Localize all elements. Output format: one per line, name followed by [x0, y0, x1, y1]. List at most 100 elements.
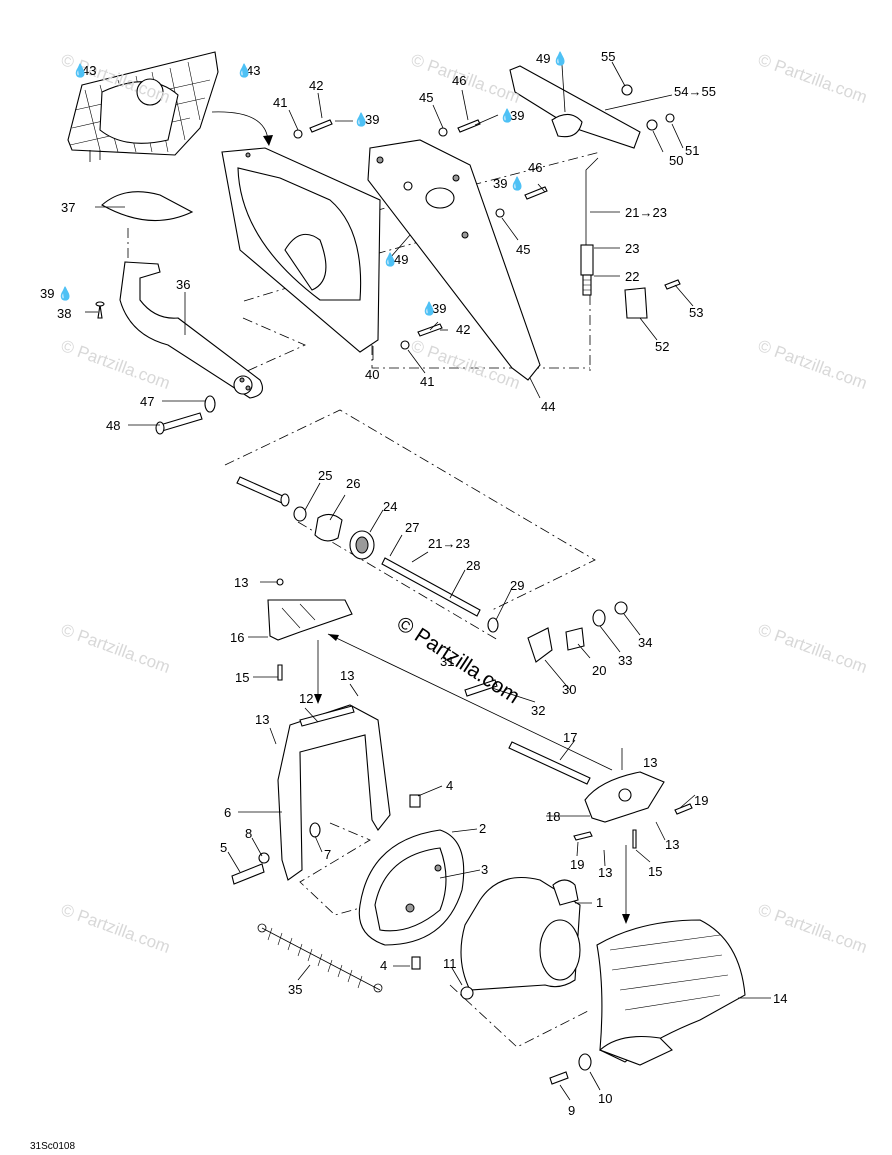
part-38-screw — [95, 301, 105, 319]
callout-leader-lines — [85, 61, 771, 1101]
callout-18: 18 — [546, 809, 561, 824]
callout-13: 13 — [234, 575, 249, 590]
callout-30: 30 — [562, 682, 577, 697]
callout-9: 9 — [568, 1103, 576, 1118]
callout-38: 38 — [57, 306, 72, 321]
callout-13: 13 — [255, 712, 270, 727]
callout-6: 6 — [224, 805, 232, 820]
callout-32: 32 — [531, 703, 546, 718]
drop-icon: 💧 — [72, 63, 89, 78]
assembly-arrows — [211, 111, 630, 924]
part-1-nozzle — [460, 876, 581, 1000]
part-6-frame — [231, 704, 391, 885]
drop-icon: 💧 — [421, 301, 438, 316]
callout-52: 52 — [655, 339, 670, 354]
callout-43: 43 — [246, 63, 261, 78]
callout-45: 45 — [516, 242, 531, 257]
callout-13: 13 — [665, 837, 680, 852]
callout-41: 41 — [273, 95, 288, 110]
part-16-bracket — [267, 578, 353, 681]
drawing-code: 31Sc0108 — [30, 1141, 76, 1152]
callout-14: 14 — [773, 991, 788, 1006]
callout-36: 36 — [176, 277, 191, 292]
callout-27: 27 — [405, 520, 420, 535]
part-40-housing — [221, 147, 381, 353]
part-36-bracket — [119, 261, 263, 399]
callout-39: 39 — [40, 286, 55, 301]
callout-54-55: 54→55 — [674, 84, 716, 99]
callout-40: 40 — [365, 367, 380, 382]
callout-22: 22 — [625, 269, 640, 284]
part-35-spring — [257, 923, 383, 993]
callout-1: 1 — [596, 895, 604, 910]
drop-icon: 💧 — [382, 252, 399, 267]
callout-20: 20 — [592, 663, 607, 678]
part-18-bracket — [573, 771, 693, 849]
callout-13: 13 — [598, 865, 613, 880]
callout-55: 55 — [601, 49, 616, 64]
part-21-cable — [580, 157, 599, 296]
callout-4: 4 — [446, 778, 454, 793]
callout-41: 41 — [420, 374, 435, 389]
drop-icon: 💧 — [353, 112, 370, 127]
callout-12: 12 — [299, 691, 314, 706]
callout-15: 15 — [235, 670, 250, 685]
callout-17: 17 — [563, 730, 578, 745]
part-44-plate — [367, 139, 541, 381]
callout-43: 43 — [82, 63, 97, 78]
part-47-washer — [204, 395, 216, 413]
drop-icon: 💧 — [236, 63, 253, 78]
callout-50: 50 — [669, 153, 684, 168]
part-17-link — [508, 741, 591, 785]
callout-13: 13 — [340, 668, 355, 683]
callout-48: 48 — [106, 418, 121, 433]
callout-42: 42 — [456, 322, 471, 337]
callout-13: 13 — [643, 755, 658, 770]
callout-19: 19 — [570, 857, 585, 872]
part-52-clip — [624, 287, 648, 319]
callout-26: 26 — [346, 476, 361, 491]
callout-49: 49 — [536, 51, 551, 66]
callout-23: 23 — [625, 241, 640, 256]
callout-53: 53 — [689, 305, 704, 320]
callout-24: 24 — [383, 499, 398, 514]
callout-47: 47 — [140, 394, 155, 409]
callout-44: 44 — [541, 399, 556, 414]
drop-icon: 💧 — [552, 51, 569, 66]
drop-icon: 💧 — [57, 286, 74, 301]
callout-42: 42 — [309, 78, 324, 93]
part-54-lever — [509, 65, 675, 149]
callout-15: 15 — [648, 864, 663, 879]
callout-31: 31 — [440, 654, 455, 669]
part-14-deflector — [549, 919, 746, 1085]
callout-39: 39 — [432, 301, 447, 316]
callout-21-23: 21→23 — [428, 536, 470, 551]
callout-39: 39 — [510, 108, 525, 123]
drop-icon: 💧 — [499, 108, 516, 123]
callout-46: 46 — [528, 160, 543, 175]
callout-49: 49 — [394, 252, 409, 267]
callout-29: 29 — [510, 578, 525, 593]
callout-51: 51 — [685, 143, 700, 158]
callout-34: 34 — [638, 635, 653, 650]
callout-33: 33 — [618, 653, 633, 668]
callout-2: 2 — [479, 821, 487, 836]
part-43-intake-grille — [67, 51, 219, 162]
callout-46: 46 — [452, 73, 467, 88]
part-37-pad — [101, 191, 194, 222]
shaft-assembly — [236, 476, 628, 697]
callout-8: 8 — [245, 826, 253, 841]
part-2-housing — [358, 794, 465, 970]
callout-35: 35 — [288, 982, 303, 997]
callout-3: 3 — [481, 862, 489, 877]
part-53-screw — [664, 279, 681, 290]
callout-16: 16 — [230, 630, 245, 645]
part-48-bolt — [155, 412, 203, 435]
callout-28: 28 — [466, 558, 481, 573]
callout-19: 19 — [694, 793, 709, 808]
callout-5: 5 — [220, 840, 228, 855]
callout-10: 10 — [598, 1091, 613, 1106]
callout-4: 4 — [380, 958, 388, 973]
callout-11: 11 — [443, 956, 457, 971]
